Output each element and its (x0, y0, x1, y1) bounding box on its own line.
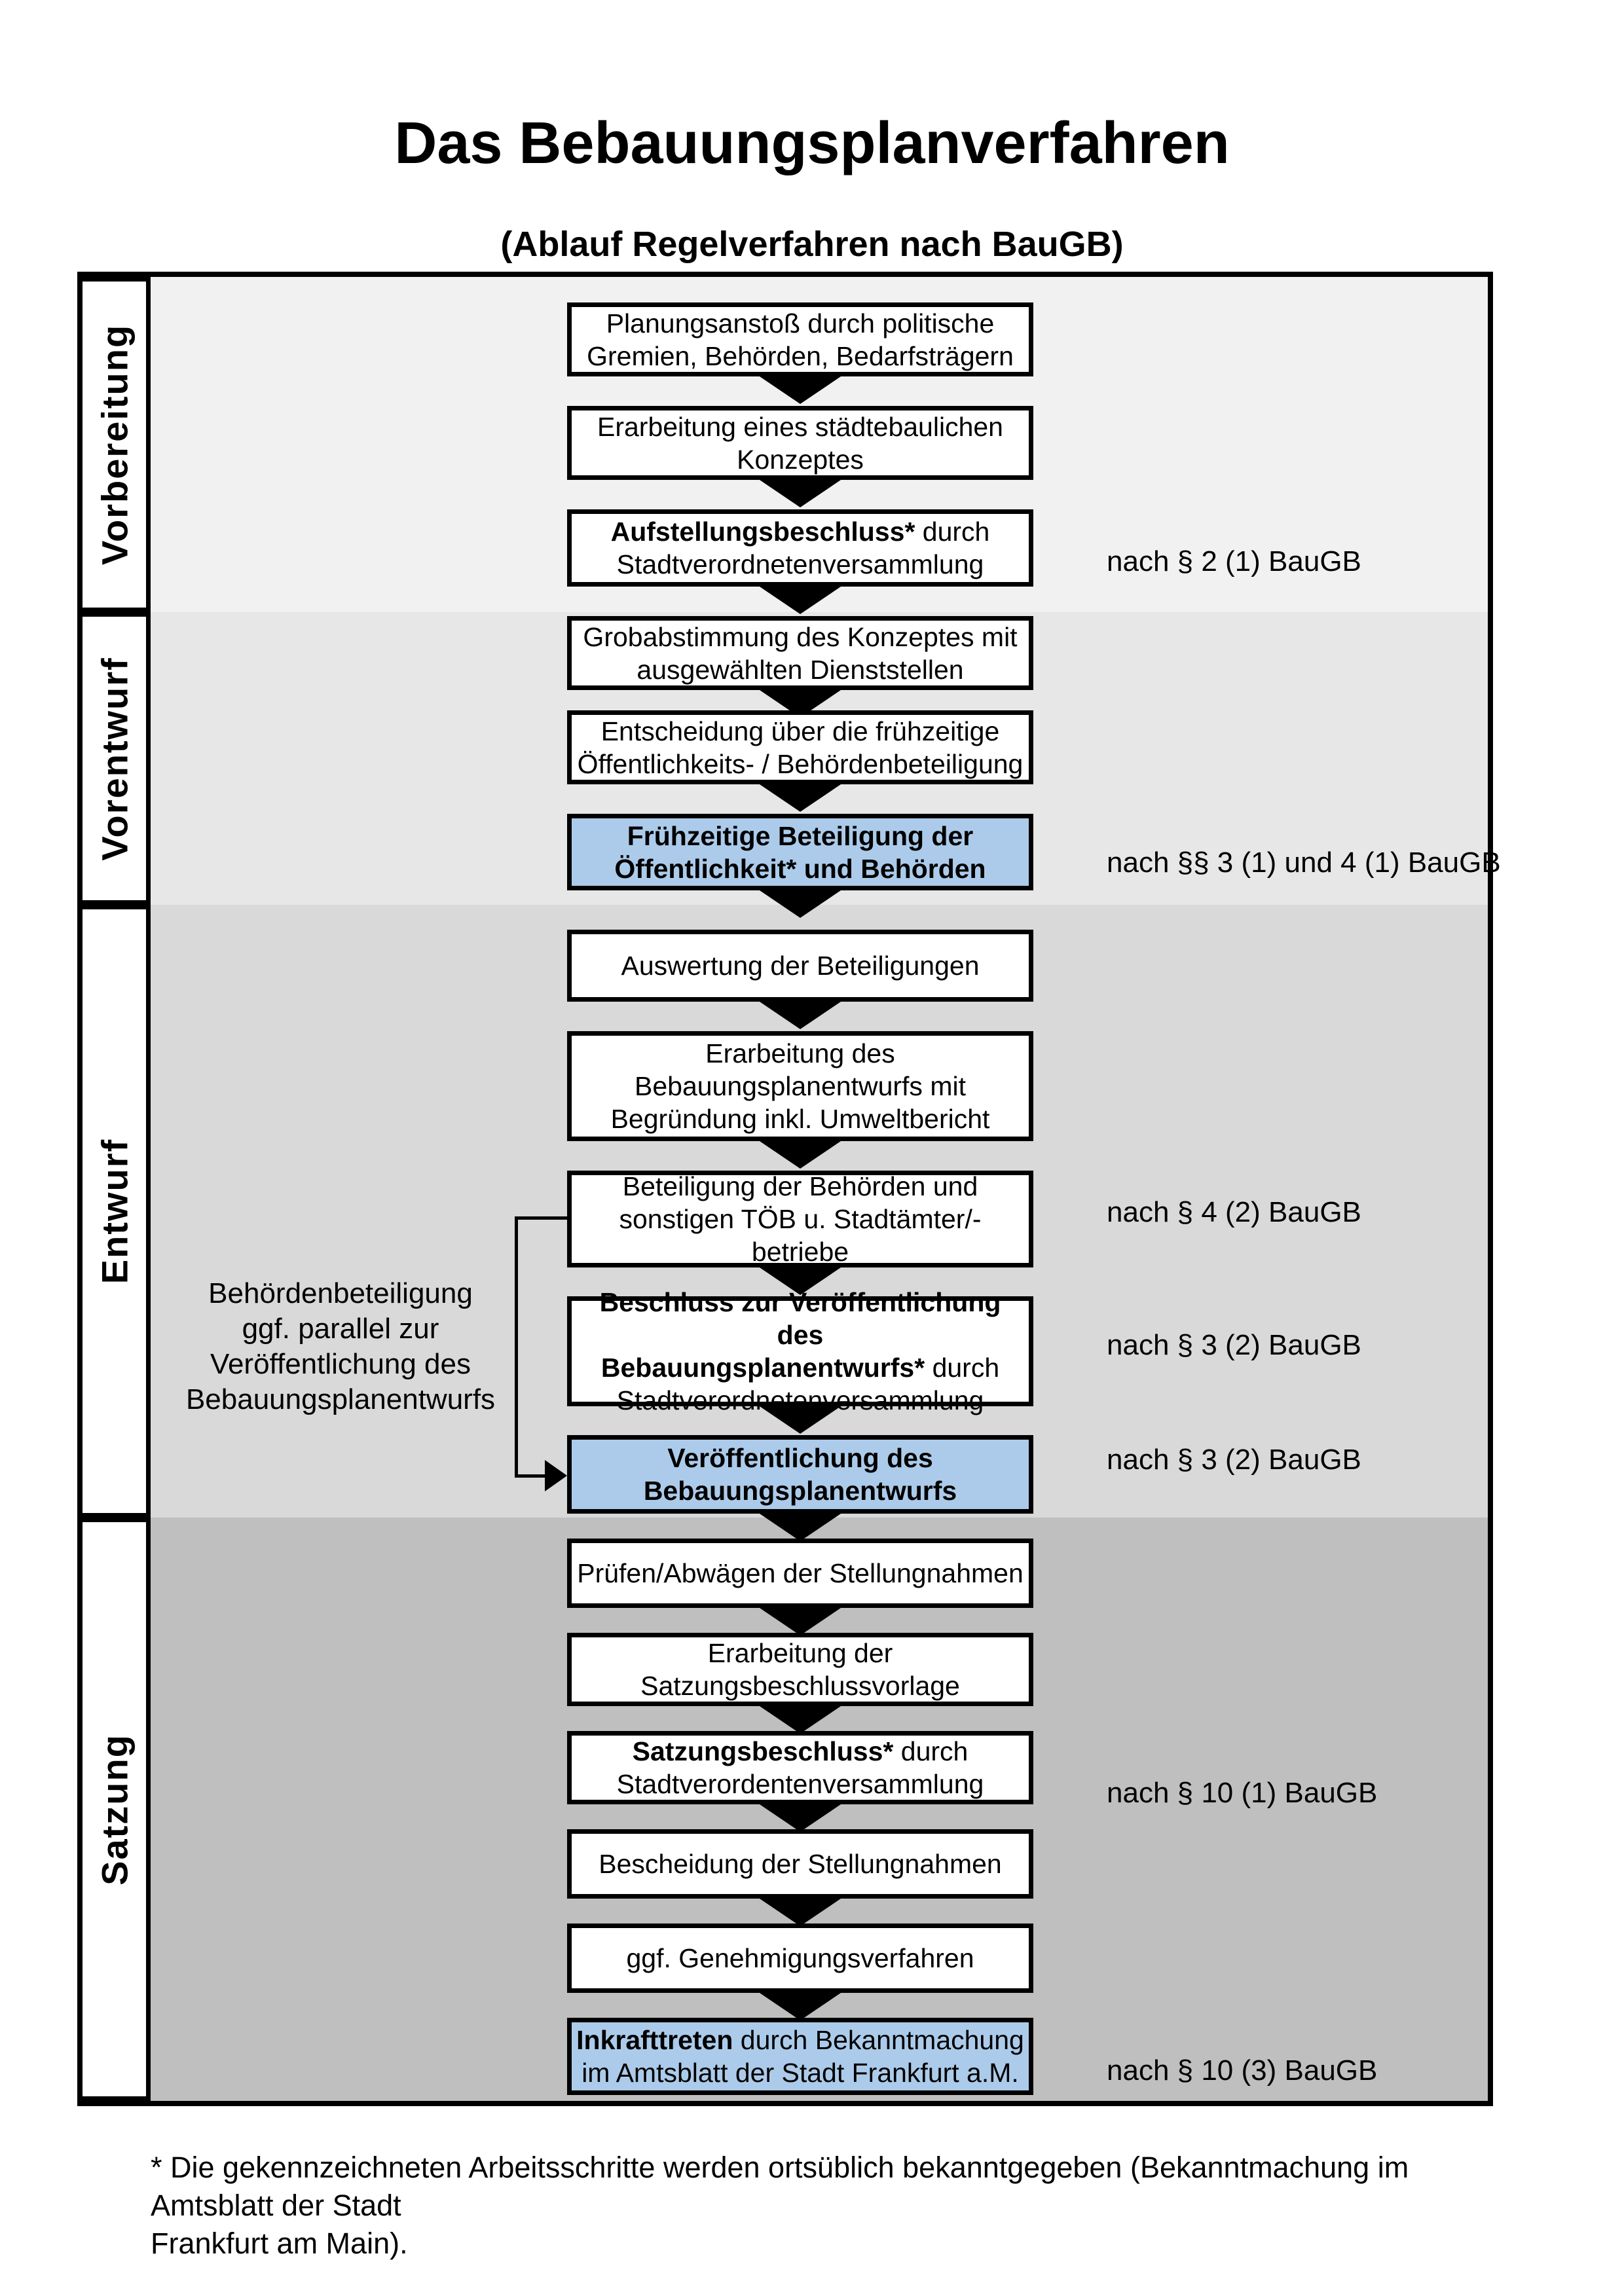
step-text: Erarbeitung eines städtebaulichen Konzep… (597, 411, 1003, 475)
step-text: Veröffentlichung des Bebauungsplanentwur… (643, 1443, 957, 1506)
step-veroeffentlichungsbeschluss: Beschluss zur Veröffentlichung des Bebau… (567, 1287, 1033, 1415)
phase-label-cell-entwurf: Entwurf (83, 905, 151, 1518)
arrow-down-icon (758, 889, 843, 918)
legal-reference-6: nach § 10 (1) BauGB (1107, 1777, 1378, 1809)
step-bescheidung: Bescheidung der Stellungnahmen (567, 1829, 1033, 1899)
step-text: Bescheidung der Stellungnahmen (599, 1849, 1002, 1879)
phase-label-entwurf: Entwurf (94, 1138, 135, 1285)
phase-label-vorentwurf: Vorentwurf (94, 656, 135, 861)
step-text: Planungsanstoß durch politische Gremien,… (587, 308, 1014, 371)
step-fruehzeitige-beteiligung: Frühzeitige Beteiligung der Öffentlichke… (567, 814, 1033, 890)
step-text: Beschluss zur Veröffentlichung des Bebau… (599, 1287, 1001, 1415)
phase-label-cell-vorentwurf: Vorentwurf (83, 612, 151, 905)
legal-reference-4: nach § 3 (2) BauGB (1107, 1329, 1361, 1361)
step-text: Prüfen/Abwägen der Stellungnahmen (577, 1558, 1024, 1588)
arrow-down-icon (758, 1803, 843, 1832)
step-aufstellungsbeschluss: Aufstellungsbeschluss* durch Stadtverord… (567, 509, 1033, 587)
footnote: * Die gekennzeichneten Arbeitsschritte w… (151, 2151, 1409, 2260)
step-grobabstimmung: Grobabstimmung des Konzeptes mit ausgewä… (567, 616, 1033, 690)
bracket-line-vertical (515, 1216, 518, 1478)
step-text: Erarbeitung der Satzungsbeschlussvorlage (640, 1638, 960, 1701)
step-auswertung: Auswertung der Beteiligungen (567, 930, 1033, 1002)
step-text: Grobabstimmung des Konzeptes mit ausgewä… (583, 621, 1018, 685)
step-text: Aufstellungsbeschluss* durch Stadtverord… (610, 517, 990, 579)
step-text: ggf. Genehmigungsverfahren (626, 1943, 974, 1973)
step-text: Entscheidung über die frühzeitige Öffent… (577, 716, 1024, 779)
step-text: Auswertung der Beteiligungen (621, 951, 980, 981)
step-entscheidung-beteiligung: Entscheidung über die frühzeitige Öffent… (567, 710, 1033, 784)
step-inkrafttreten: Inkrafttreten durch Bekanntmachung im Am… (567, 2018, 1033, 2095)
step-veroeffentlichung: Veröffentlichung des Bebauungsplanentwur… (567, 1435, 1033, 1514)
step-behoerdenbeteiligung: Beteiligung der Behörden und sonstigen T… (567, 1171, 1033, 1267)
phase-label-cell-satzung: Satzung (83, 1518, 151, 2101)
legal-reference-2: nach §§ 3 (1) und 4 (1) BauGB (1107, 847, 1501, 879)
phase-label-cell-vorbereitung: Vorbereitung (83, 277, 151, 612)
phase-label-satzung: Satzung (94, 1733, 135, 1886)
legal-reference-3: nach § 4 (2) BauGB (1107, 1196, 1361, 1228)
step-text: Erarbeitung des Bebauungsplanentwurfs mi… (610, 1038, 990, 1134)
arrow-down-icon (758, 1897, 843, 1926)
arrow-down-icon (758, 1140, 843, 1169)
step-text: Frühzeitige Beteiligung der Öffentlichke… (614, 820, 986, 884)
arrow-down-icon (758, 1000, 843, 1029)
legal-reference-1: nach § 2 (1) BauGB (1107, 545, 1361, 577)
bracket-line-top (515, 1216, 567, 1220)
step-staedtebauliches-konzept: Erarbeitung eines städtebaulichen Konzep… (567, 406, 1033, 480)
legal-reference-5: nach § 3 (2) BauGB (1107, 1444, 1361, 1476)
phase-label-vorbereitung: Vorbereitung (94, 323, 135, 566)
page-subtitle: (Ablauf Regelverfahren nach BauGB) (500, 225, 1124, 264)
side-note: Behördenbeteiligung ggf. parallel zur Ve… (185, 1277, 496, 1415)
arrow-down-icon (758, 783, 843, 812)
arrow-down-icon (758, 1705, 843, 1734)
arrow-down-icon (758, 1266, 843, 1295)
step-genehmigungsverfahren: ggf. Genehmigungsverfahren (567, 1923, 1033, 1993)
step-entwurf-erarbeitung: Erarbeitung des Bebauungsplanentwurfs mi… (567, 1031, 1033, 1141)
arrow-down-icon (758, 1607, 843, 1635)
arrow-down-icon (758, 479, 843, 507)
step-planungsanstoss: Planungsanstoß durch politische Gremien,… (567, 302, 1033, 376)
step-text: Inkrafttreten durch Bekanntmachung im Am… (576, 2025, 1024, 2088)
step-satzungsbeschluss: Satzungsbeschluss* durch Stadtverordente… (567, 1731, 1033, 1804)
arrow-down-icon (758, 585, 843, 614)
arrow-down-icon (758, 1405, 843, 1434)
arrow-right-icon (545, 1460, 567, 1491)
step-text: Satzungsbeschluss* durch Stadtverordente… (616, 1736, 984, 1799)
arrow-down-icon (758, 1992, 843, 2020)
step-satzungsvorlage: Erarbeitung der Satzungsbeschlussvorlage (567, 1633, 1033, 1706)
arrow-down-icon (758, 375, 843, 404)
page-title: Das Bebauungsplanverfahren (394, 111, 1230, 176)
step-pruefen-abwaegen: Prüfen/Abwägen der Stellungnahmen (567, 1539, 1033, 1608)
legal-reference-7: nach § 10 (3) BauGB (1107, 2054, 1378, 2086)
bracket-line-bottom (515, 1474, 549, 1478)
arrow-down-icon (758, 1512, 843, 1541)
step-text: Beteiligung der Behörden und sonstigen T… (619, 1171, 982, 1267)
